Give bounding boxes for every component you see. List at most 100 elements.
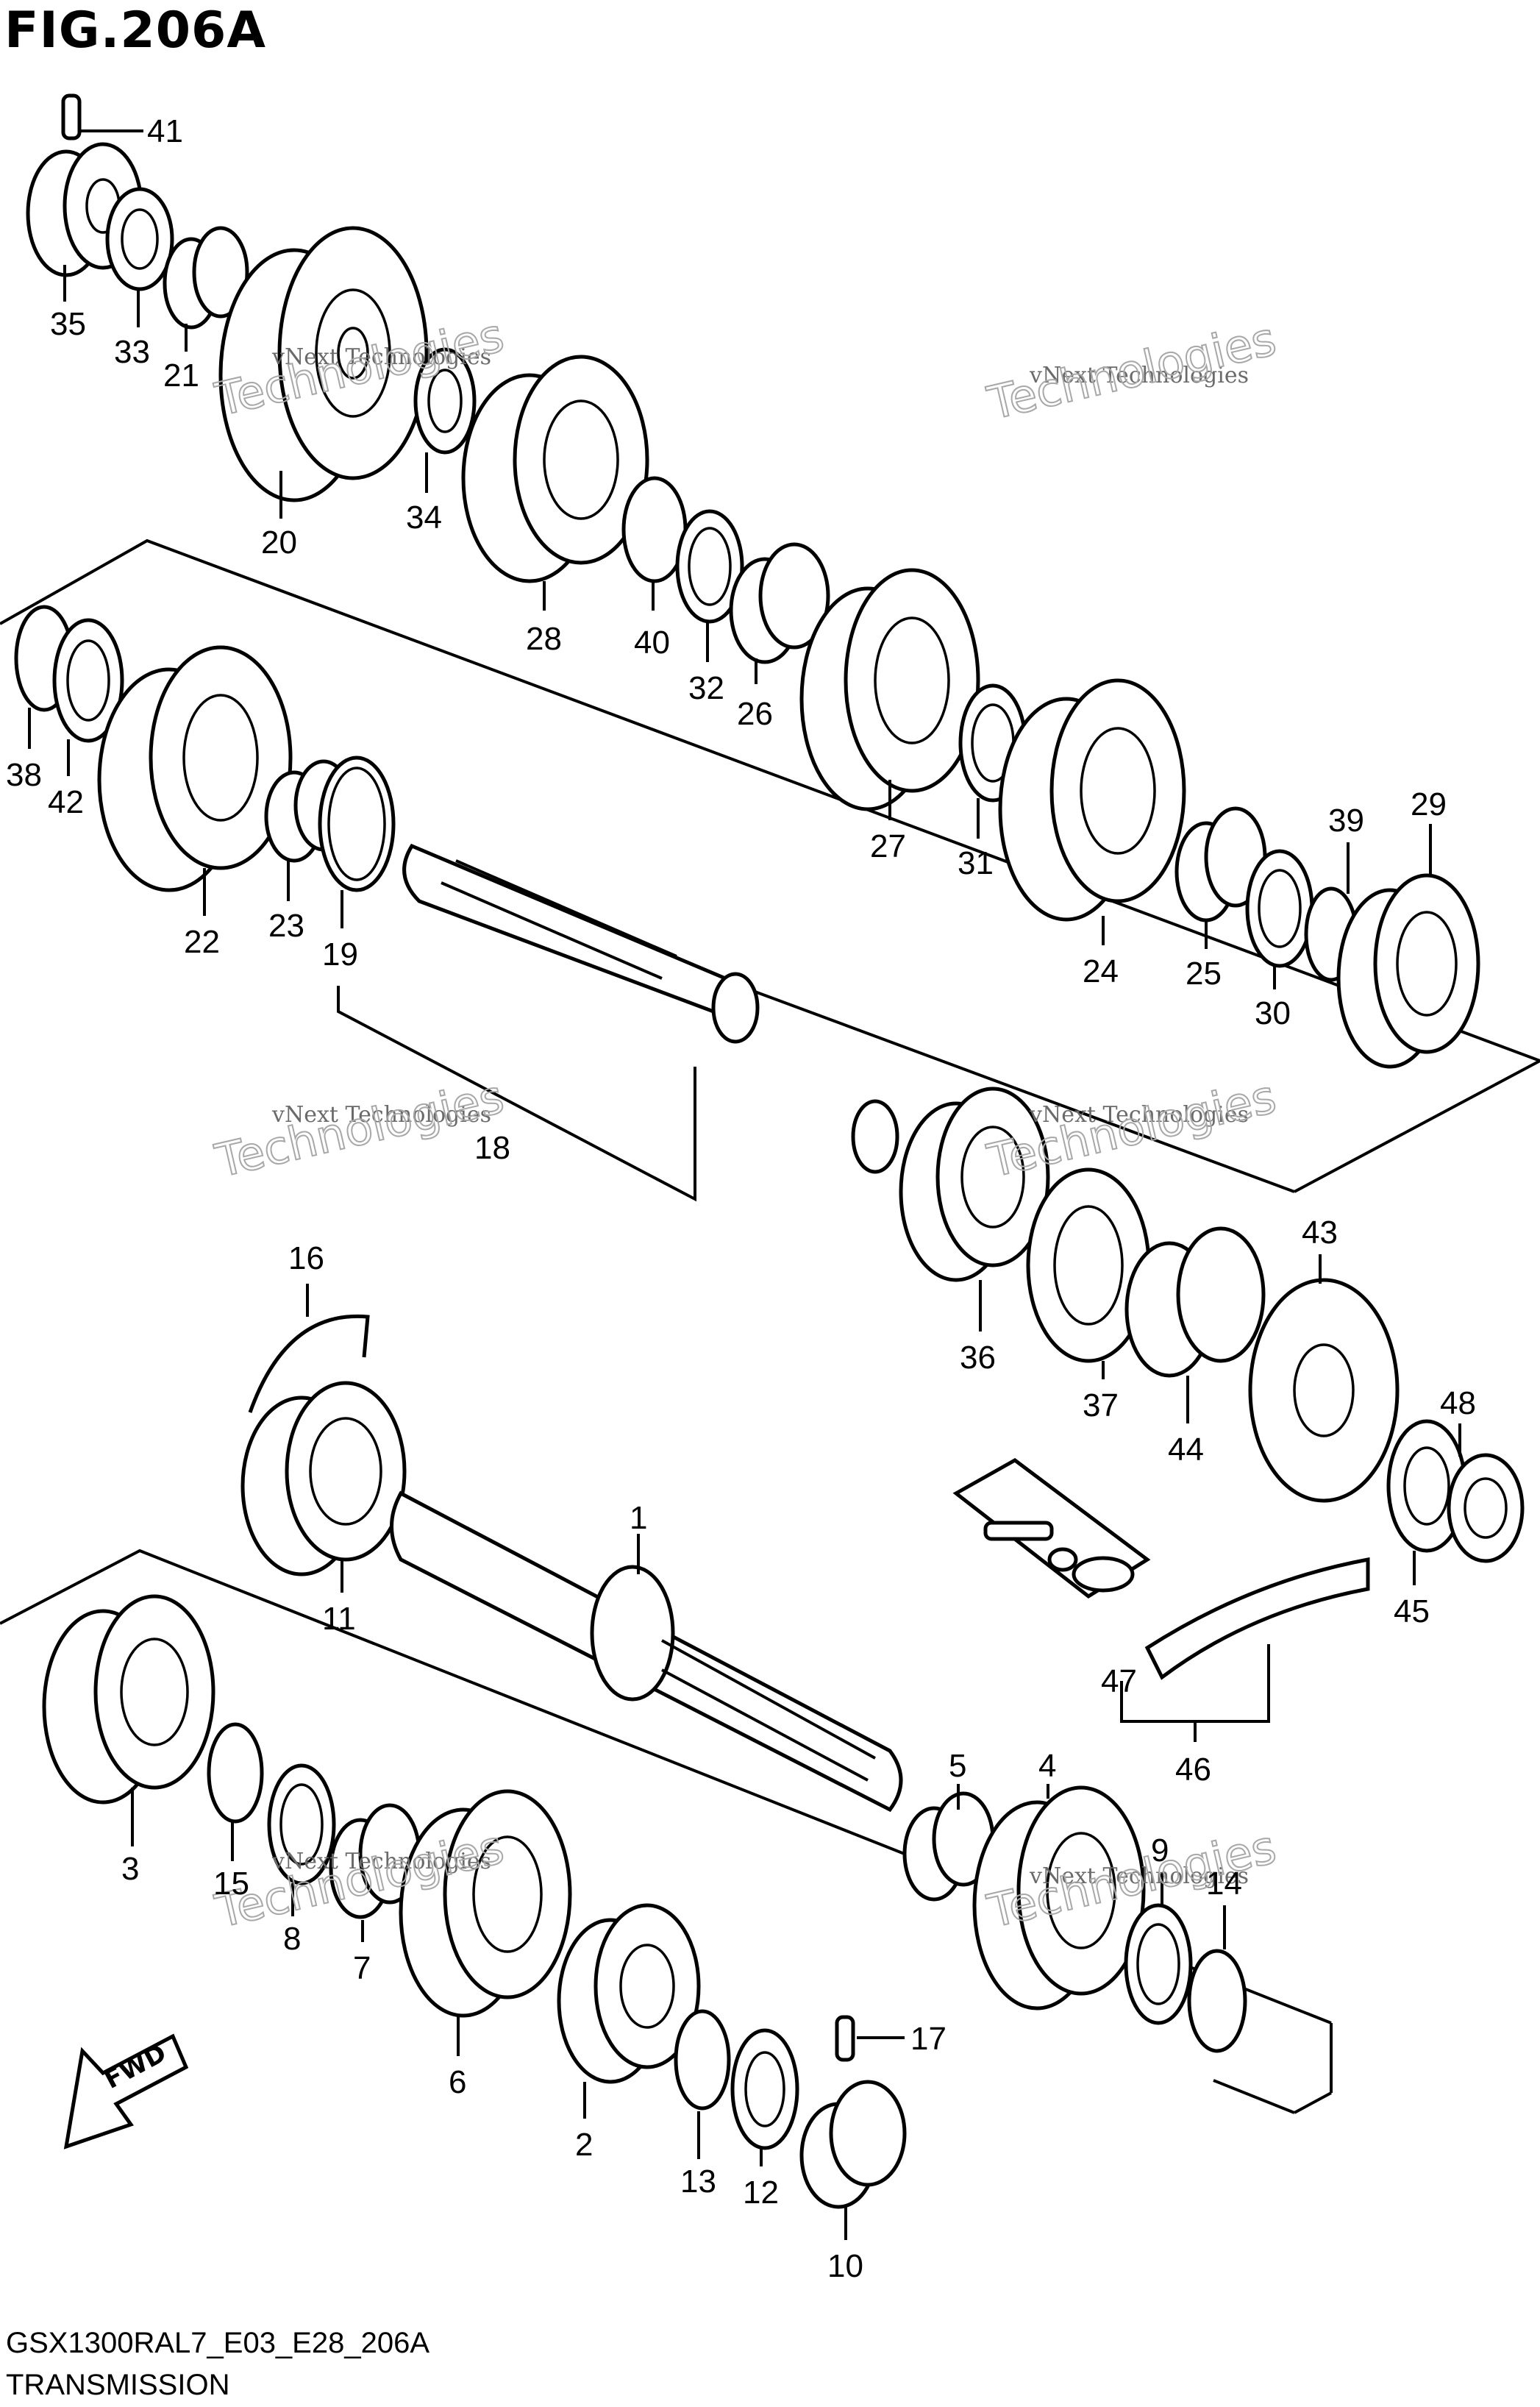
part-21-bushing [163,226,249,330]
part-label-group: 41 35 33 21 20 34 28 40 32 26 27 31 24 2… [6,113,1476,2284]
part-28-gear [461,355,649,583]
part-label-23: 23 [268,908,304,944]
watermark-text: vNext Technologies [1029,1863,1249,1889]
part-42-washer [52,618,124,743]
part-14-circlip [1187,1949,1247,2053]
part-36-bearing [899,1087,1050,1282]
part-13-circlip [674,2009,731,2111]
part-46-chain [1144,1557,1370,1680]
part-44-spacer [1124,1226,1266,1378]
section-name: TRANSMISSION [6,2369,230,2401]
part-label-46: 46 [1175,1752,1211,1788]
part-48-nut [1447,1453,1525,1563]
part-label-11: 11 [322,1601,356,1637]
part-8-washer [267,1763,336,1885]
part-label-24: 24 [1083,953,1119,989]
part-32-washer [675,509,744,624]
part-label-31: 31 [958,845,994,881]
part-label-38: 38 [6,757,42,793]
part-24-gear [998,678,1186,922]
part-label-36: 36 [960,1340,996,1376]
part-label-43: 43 [1302,1215,1338,1251]
part-6-gear [399,1789,572,2018]
part-label-17: 17 [910,2021,947,2057]
part-label-30: 30 [1255,995,1291,1031]
watermark-brand: Technologies [210,1070,508,1188]
watermark-brand: Technologies [983,312,1280,430]
part-46-bracket [1120,1644,1270,1742]
part-label-32: 32 [688,670,724,706]
part-1-mainshaft [390,1490,903,1813]
part-label-25: 25 [1186,956,1222,992]
part-25-bearing [1174,806,1267,922]
part-label-40: 40 [634,625,670,661]
part-34-washer [413,347,477,455]
part-label-1: 1 [630,1500,647,1536]
part-17-pin [835,2015,855,2062]
leader-lines [28,129,1461,2240]
part-label-12: 12 [743,2175,779,2211]
part-label-16: 16 [288,1240,324,1276]
part-label-28: 28 [526,621,562,657]
watermark-text: vNext Technologies [1029,1102,1249,1128]
part-2-gear [557,1903,701,2084]
part-3-gear [42,1594,215,1805]
part-19-washer [318,755,396,892]
part-label-39: 39 [1328,803,1364,839]
part-47-chain-joint [952,1458,1151,1599]
part-label-20: 20 [261,525,297,561]
part-label-14: 14 [1206,1866,1242,1902]
fwd-arrow-icon: FWD [63,2033,189,2150]
part-label-26: 26 [737,696,773,732]
part-18-bracket [337,986,696,1202]
part-label-21: 21 [163,358,199,394]
part-label-37: 37 [1083,1387,1119,1423]
part-label-33: 33 [114,334,150,370]
part-29-gear [1336,873,1480,1069]
part-label-41: 41 [147,113,183,149]
part-43-sprocket [1248,1278,1400,1503]
part-label-13: 13 [680,2164,716,2200]
part-5-bushing [902,1791,995,1902]
part-label-15: 15 [213,1866,249,1902]
part-label-19: 19 [322,936,358,973]
part-15-circlip [207,1722,264,1824]
watermark-text: vNext Technologies [271,1102,491,1128]
part-label-7: 7 [353,1950,371,1986]
part-label-34: 34 [406,499,442,536]
watermark-text: vNext Technologies [271,344,491,370]
part-label-18: 18 [474,1130,510,1166]
part-30-washer [1245,849,1314,968]
part-label-10: 10 [827,2248,863,2284]
part-12-oil-seal [730,2028,799,2150]
part-label-3: 3 [121,1851,139,1887]
part-27-gear [799,568,980,811]
part-41-pin [61,93,82,141]
part-10-collar [799,2080,907,2209]
part-16-circlip [248,1314,370,1413]
part-label-2: 2 [575,2127,593,2163]
part-4-gear [972,1785,1146,2010]
part-22-gear [97,645,293,892]
part-label-44: 44 [1168,1432,1204,1468]
part-11-bearing [240,1381,407,1576]
part-20-gear [218,226,429,502]
part-label-45: 45 [1394,1593,1430,1629]
part-label-27: 27 [870,828,906,864]
part-9-washer [1124,1903,1193,2025]
part-label-6: 6 [449,2064,466,2100]
part-18-countershaft [402,843,899,1174]
part-label-9: 9 [1151,1832,1169,1869]
figure-title: FIG.206A [4,1,266,60]
part-label-35: 35 [50,306,86,342]
watermark-text: vNext Technologies [1029,363,1249,388]
part-label-5: 5 [949,1748,966,1784]
part-label-48: 48 [1440,1385,1476,1421]
watermark-text: vNext Technologies [271,1849,491,1874]
part-33-washer [105,187,174,291]
part-label-47: 47 [1101,1663,1137,1699]
part-label-4: 4 [1038,1748,1056,1784]
part-26-bearing [729,542,830,664]
